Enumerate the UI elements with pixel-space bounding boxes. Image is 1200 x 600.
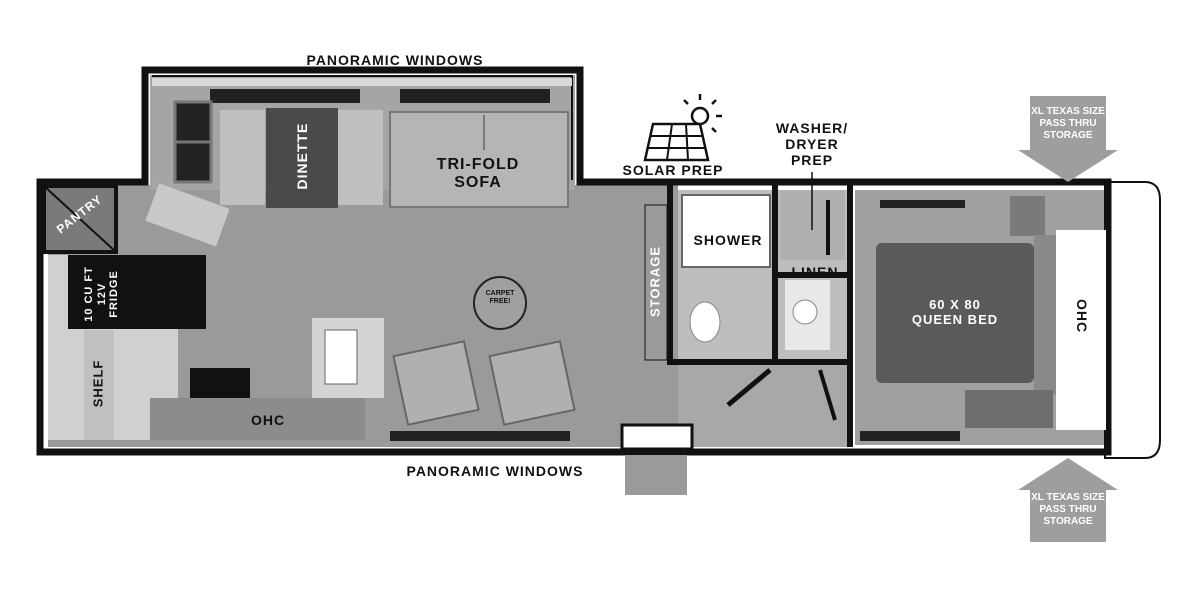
pass-thru-arrow-top	[1018, 96, 1118, 182]
panoramic-windows-top-label: PANORAMIC WINDOWS	[306, 52, 484, 68]
slide-wall-inner	[152, 75, 573, 180]
front-cap	[1104, 181, 1161, 459]
entry-steps	[625, 455, 687, 495]
fridge	[68, 255, 206, 329]
dinette-label: DINETTE	[293, 122, 310, 190]
vanity-sink	[792, 299, 818, 325]
queen-bed	[876, 243, 1034, 383]
nightstand-top	[1010, 196, 1045, 236]
ohc-bedroom-label: OHC	[1074, 298, 1091, 334]
wardrobe-bottom	[965, 390, 1053, 428]
sink	[324, 329, 358, 385]
solar-prep-label: SOLAR PREP	[622, 162, 724, 178]
dinette-bench-right	[338, 110, 383, 205]
shower-label: SHOWER	[693, 232, 763, 248]
bedroom-window	[880, 200, 965, 208]
shower	[681, 194, 771, 268]
panoramic-windows-bottom-label: PANORAMIC WINDOWS	[406, 463, 584, 479]
ohc-kitchen-label: OHC	[250, 412, 286, 428]
linen-label: LINEN	[791, 264, 839, 280]
recliner-1	[392, 340, 480, 426]
range	[190, 368, 250, 400]
dinette-bench-left	[220, 110, 265, 205]
bed-headboard	[1034, 235, 1056, 395]
storage-label: STORAGE	[647, 245, 663, 317]
bottom-window-1	[390, 431, 570, 441]
sofa	[389, 111, 569, 208]
slide-window-2	[400, 89, 550, 103]
tri-fold-sofa-label: TRI-FOLD SOFA	[436, 156, 520, 192]
pass-thru-storage-top-label: XL TEXAS SIZE PASS THRU STORAGE	[1031, 106, 1105, 141]
washer-dryer-prep-label: WASHER/ DRYER PREP	[775, 120, 849, 169]
shelf	[84, 330, 114, 440]
bedroom-ohc	[1056, 230, 1106, 430]
bath-wall	[667, 185, 853, 447]
carpet-free-label: CARPET FREE!	[485, 290, 515, 306]
dinette-table	[266, 108, 338, 208]
pass-thru-arrow-bottom	[1018, 458, 1118, 542]
fridge-label: 10 CU FT 12V FRIDGE	[83, 266, 121, 322]
solar-panel-icon	[643, 94, 722, 162]
queen-bed-label: 60 X 80 QUEEN BED	[911, 297, 999, 327]
recliner-2	[488, 340, 576, 426]
pass-thru-storage-bottom-label: XL TEXAS SIZE PASS THRU STORAGE	[1031, 492, 1105, 527]
carpet-free-badge-icon	[473, 276, 527, 330]
toilet	[689, 301, 721, 343]
counter-bottom	[150, 398, 365, 440]
outer-wall	[36, 66, 1112, 456]
slide-window-1	[210, 89, 360, 103]
entry-door	[620, 423, 694, 451]
bottom-window-2	[860, 431, 960, 441]
shelf-label: SHELF	[90, 359, 106, 408]
angled-cabinet	[145, 183, 230, 247]
